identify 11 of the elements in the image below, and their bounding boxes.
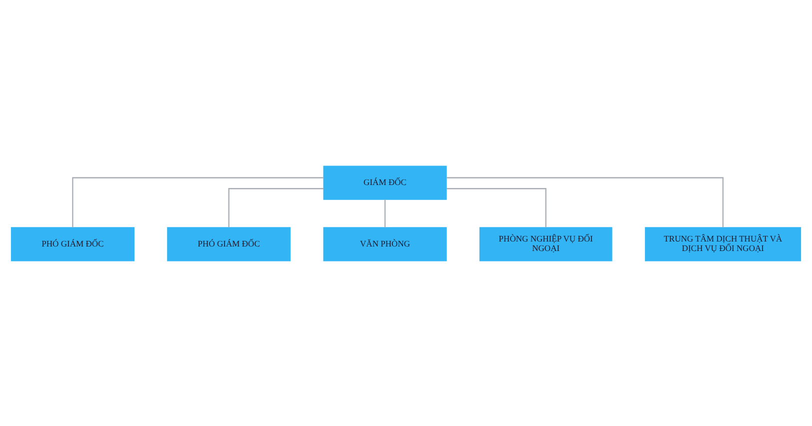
node-box: PHÓ GIÁM ĐỐC — [167, 226, 291, 261]
connector — [446, 176, 724, 227]
connector — [72, 176, 324, 227]
connector — [446, 188, 546, 227]
node-box: PHÒNG NGHIỆP VỤ ĐỐI NGOẠI — [479, 226, 612, 261]
node-box: PHÓ GIÁM ĐỐC — [10, 226, 134, 261]
connector — [228, 188, 324, 227]
node-box: VĂN PHÒNG — [323, 226, 447, 261]
node-box: GIÁM ĐỐC — [323, 165, 447, 200]
connector — [384, 199, 386, 227]
node-box: TRUNG TÂM DỊCH THUẬT VÀ DỊCH VỤ ĐỐI NGOẠI — [644, 226, 802, 261]
